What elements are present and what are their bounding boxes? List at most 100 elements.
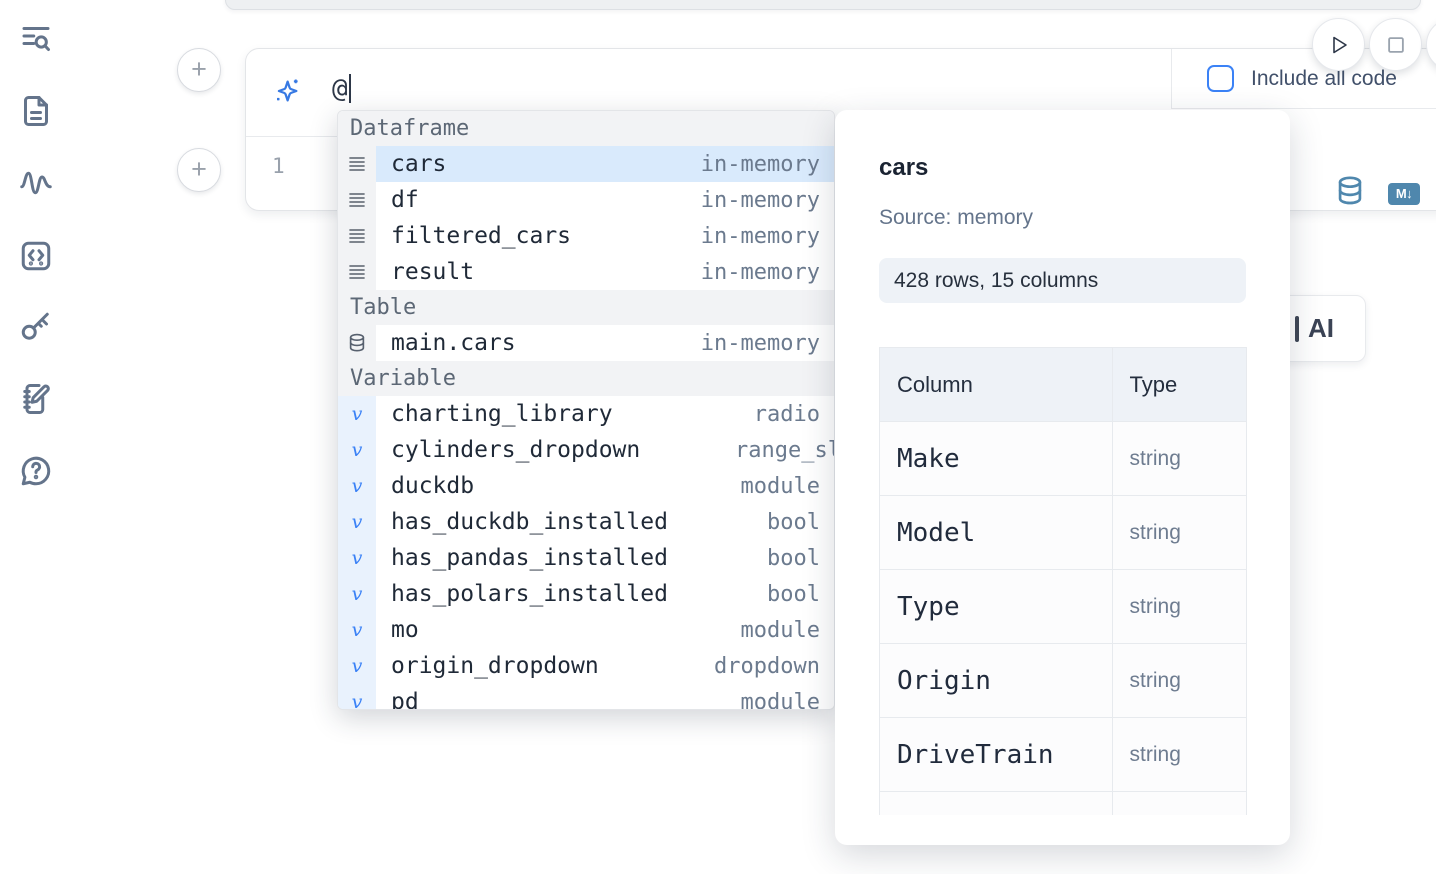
preview-source: Source: memory <box>879 206 1034 229</box>
completion-item-type: bool <box>767 509 820 535</box>
completion-item-type: in-memory <box>700 187 820 213</box>
database-icon <box>338 325 376 361</box>
completion-item-type: in-memory <box>700 223 820 249</box>
include-all-code-area: Include all code <box>1171 49 1436 109</box>
completion-item-name: cylinders_dropdown <box>391 437 641 463</box>
markdown-icon[interactable]: M↓ <box>1388 182 1420 205</box>
completion-item-filtered_cars[interactable]: filtered_cars in-memory <box>338 218 834 254</box>
schema-column-name: Type <box>897 591 960 622</box>
completion-item-type: module <box>740 473 820 499</box>
preview-summary-badge: 428 rows, 15 columns <box>879 258 1246 303</box>
variable-v-icon: v <box>338 612 376 648</box>
completion-item-cylinders_dropdown[interactable]: v cylinders_dropdown range_slider <box>338 432 834 468</box>
help-chat-icon[interactable] <box>17 452 55 490</box>
dataframe-rows-icon <box>338 218 376 254</box>
completion-item-type: in-memory <box>700 330 820 356</box>
schema-header-column: Column <box>879 347 1113 422</box>
completion-item-type: radio <box>753 401 820 427</box>
completion-item-name: has_polars_installed <box>391 581 668 607</box>
completion-item-type: range_slider <box>735 437 834 463</box>
scratchpad-icon[interactable] <box>17 380 55 418</box>
completion-item-type: module <box>740 689 820 710</box>
completion-item-name: main.cars <box>391 330 516 356</box>
previous-cell-bottom-edge <box>225 0 1421 10</box>
variable-v-icon: v <box>338 468 376 504</box>
completion-item-type: module <box>740 617 820 643</box>
variable-v-icon: v <box>338 540 376 576</box>
schema-column-name: Model <box>897 517 976 548</box>
database-icon[interactable] <box>1336 175 1364 212</box>
play-icon <box>1332 36 1347 53</box>
schema-column-name: DriveTrain <box>897 739 1054 770</box>
sidebar <box>0 0 72 874</box>
schema-column-type: string <box>1129 446 1181 470</box>
add-cell-button-bottom[interactable]: + <box>177 148 221 192</box>
activity-icon[interactable] <box>17 164 55 202</box>
completion-item-type: bool <box>767 545 820 571</box>
completion-item-has_pandas_installed[interactable]: v has_pandas_installed bool <box>338 540 834 576</box>
snippets-code-icon[interactable] <box>17 237 55 275</box>
dataframe-preview-panel: cars Source: memory 428 rows, 15 columns… <box>835 110 1290 845</box>
completion-item-name: result <box>391 259 475 285</box>
completion-item-type: in-memory <box>700 151 820 177</box>
run-button[interactable] <box>1312 18 1365 71</box>
dataframe-rows-icon <box>338 146 376 182</box>
schema-header-type: Type <box>1111 347 1247 422</box>
completion-item-name: charting_library <box>391 401 613 427</box>
completion-section-dataframe: Dataframe <box>338 111 834 146</box>
schema-column-name: Make <box>897 443 960 474</box>
schema-row: Type string <box>879 569 1247 644</box>
schema-row <box>879 791 1247 815</box>
completion-item-name: has_pandas_installed <box>391 545 668 571</box>
completion-section-variable: Variable <box>338 361 834 396</box>
completion-item-type: dropdown <box>714 653 820 679</box>
completion-item-name: filtered_cars <box>391 223 572 249</box>
stop-square-icon <box>1387 36 1404 53</box>
file-icon[interactable] <box>17 92 55 130</box>
toc-search-icon[interactable] <box>17 20 55 58</box>
schema-column-type: string <box>1129 668 1181 692</box>
completion-item-result[interactable]: result in-memory <box>338 254 834 290</box>
add-cell-button-top[interactable]: + <box>177 48 221 92</box>
key-icon[interactable] <box>17 308 55 346</box>
variable-v-icon: v <box>338 648 376 684</box>
completion-item-type: bool <box>767 581 820 607</box>
completion-item-name: cars <box>391 151 447 177</box>
completion-item-name: pd <box>391 689 419 710</box>
code-editor-row[interactable]: 1 M↓ <box>246 137 1436 210</box>
completion-item-cars[interactable]: cars in-memory <box>338 146 834 182</box>
completion-item-has_polars_installed[interactable]: v has_polars_installed bool <box>338 576 834 612</box>
line-number: 1 <box>272 154 285 178</box>
completion-item-main-cars[interactable]: main.cars in-memory <box>338 325 834 361</box>
completion-item-type: in-memory <box>700 259 820 285</box>
text-caret <box>348 74 351 103</box>
schema-row: Origin string <box>879 643 1247 718</box>
sparkles-icon <box>272 76 302 111</box>
schema-column-type: string <box>1129 594 1181 618</box>
stop-button[interactable] <box>1369 18 1422 71</box>
dataframe-rows-icon <box>338 254 376 290</box>
completion-item-name: mo <box>391 617 419 643</box>
variable-v-icon: v <box>338 432 376 468</box>
variable-v-icon: v <box>338 576 376 612</box>
include-all-code-checkbox[interactable] <box>1207 65 1234 92</box>
ai-button-label: AI <box>1308 313 1334 343</box>
dataframe-rows-icon <box>338 182 376 218</box>
schema-column-name: Origin <box>897 665 991 696</box>
preview-title: cars <box>879 154 929 181</box>
schema-row: Make string <box>879 421 1247 496</box>
completion-section-table: Table <box>338 290 834 325</box>
variable-v-icon: v <box>338 684 376 709</box>
completion-item-name: duckdb <box>391 473 475 499</box>
